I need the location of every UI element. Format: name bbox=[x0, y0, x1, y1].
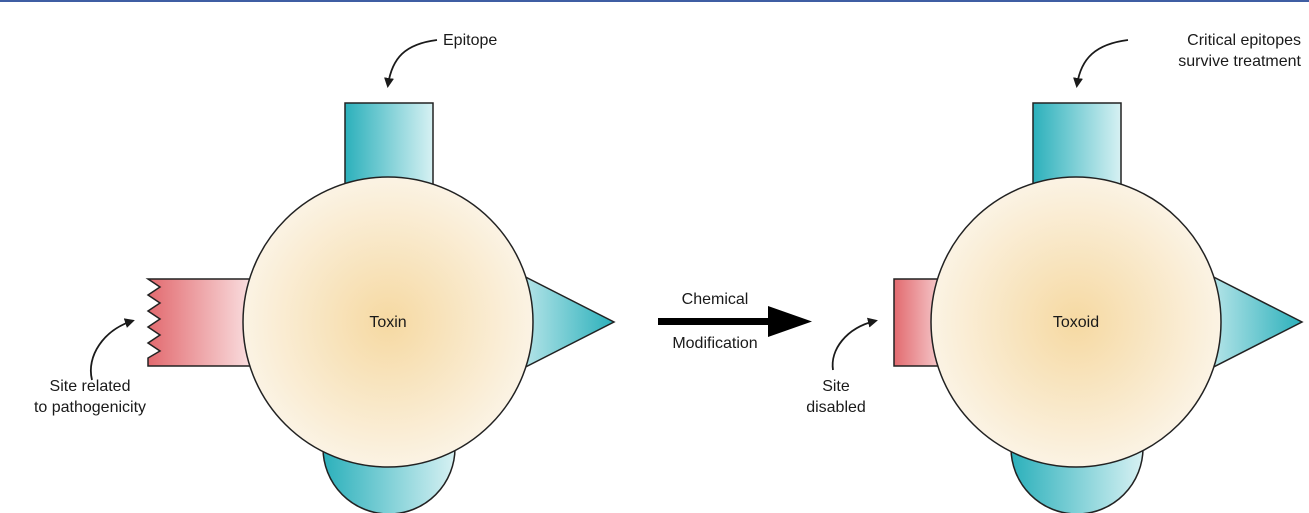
toxoid-body bbox=[930, 176, 1222, 468]
toxin-molecule bbox=[145, 102, 616, 513]
toxoid-molecule bbox=[893, 102, 1304, 513]
toxoid-label: Toxoid bbox=[1052, 314, 1100, 331]
toxin-body bbox=[242, 176, 534, 468]
right-arrow-icon bbox=[658, 306, 812, 337]
pathogenic-curved-arrow-icon bbox=[90, 318, 135, 381]
site-disabled-label-line-2: disabled bbox=[806, 399, 866, 416]
epitope-curved-arrow-icon bbox=[384, 39, 438, 88]
modification-label: Modification bbox=[672, 335, 758, 352]
toxin-pathogenic-site bbox=[145, 278, 259, 367]
epitope-label: Epitope bbox=[443, 32, 498, 49]
top-rule bbox=[0, 0, 1309, 2]
critical-epitopes-label: Critical epitopes survive treatment bbox=[1128, 30, 1301, 72]
critical-epitopes-label-line-2: survive treatment bbox=[1178, 53, 1301, 70]
pathogenic-site-label: Site related to pathogenicity bbox=[0, 376, 180, 418]
site-disabled-label: Site disabled bbox=[800, 376, 872, 418]
chemical-label: Chemical bbox=[681, 291, 749, 308]
toxin-label: Toxin bbox=[369, 314, 407, 331]
site-disabled-label-line-1: Site bbox=[822, 378, 850, 395]
critical-epitopes-label-line-1: Critical epitopes bbox=[1187, 32, 1301, 49]
site-disabled-curved-arrow-icon bbox=[831, 317, 878, 371]
pathogenic-site-label-line-1: Site related bbox=[49, 378, 131, 395]
pathogenic-site-label-line-2: to pathogenicity bbox=[33, 399, 147, 416]
critical-epitopes-curved-arrow-icon bbox=[1073, 39, 1129, 88]
